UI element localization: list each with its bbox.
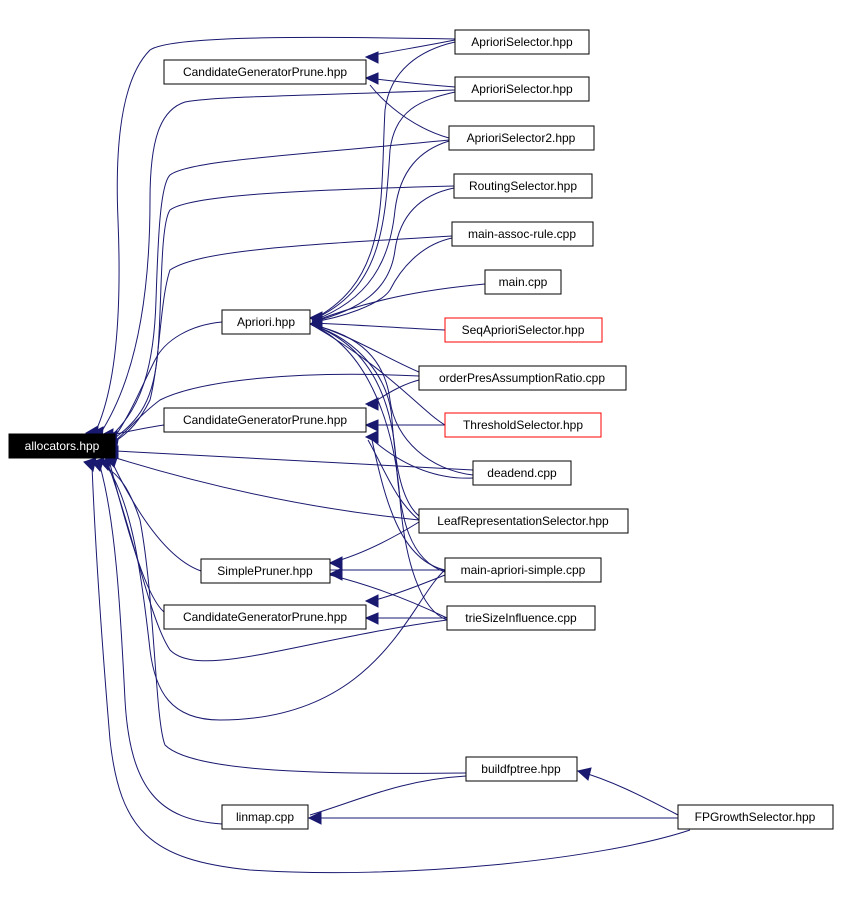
edge: [311, 322, 446, 331]
edge: [113, 321, 223, 439]
graph-nodes: allocators.hpp CandidateGeneratorPrune.h…: [8, 29, 834, 830]
node-label: Apriori.hpp: [237, 315, 295, 329]
edge: [311, 187, 455, 323]
edge: [115, 373, 420, 441]
node-apriori-selector-2[interactable]: AprioriSelector.hpp: [454, 76, 590, 102]
node-label: ThresholdSelector.hpp: [463, 418, 583, 432]
node-linmap-cpp[interactable]: linmap.cpp: [221, 804, 309, 830]
edge: [91, 465, 691, 874]
node-label: LeafRepresentationSelector.hpp: [437, 514, 609, 528]
node-label: orderPresAssumptionRatio.cpp: [439, 371, 605, 385]
node-label: allocators.hpp: [25, 439, 100, 453]
edge: [311, 324, 474, 476]
dependency-edges: [91, 36, 691, 874]
node-label: main-apriori-simple.cpp: [461, 563, 586, 577]
edge: [107, 463, 448, 662]
edge: [367, 574, 446, 603]
node-candidate-generator-prune-2[interactable]: CandidateGeneratorPrune.hpp: [163, 407, 367, 433]
edge: [311, 41, 456, 321]
edge: [103, 465, 467, 774]
edge: [311, 324, 420, 517]
edge: [111, 185, 455, 441]
node-main-apriori-simple[interactable]: main-apriori-simple.cpp: [444, 557, 602, 583]
edge: [311, 283, 486, 323]
node-label: CandidateGeneratorPrune.hpp: [183, 413, 347, 427]
node-buildfptree-hpp[interactable]: buildfptree.hpp: [465, 756, 578, 782]
node-allocators-hpp: allocators.hpp: [8, 433, 116, 459]
node-apriori-selector2[interactable]: AprioriSelector2.hpp: [448, 125, 595, 151]
edge: [311, 140, 450, 322]
arrowhead: [364, 594, 379, 608]
node-routing-selector[interactable]: RoutingSelector.hpp: [453, 173, 593, 199]
node-label: CandidateGeneratorPrune.hpp: [183, 65, 347, 79]
node-label: SimplePruner.hpp: [217, 564, 313, 578]
edge: [94, 36, 456, 434]
edge: [367, 439, 420, 521]
arrowhead: [364, 419, 379, 432]
arrowhead: [307, 811, 322, 825]
arrowhead: [364, 51, 379, 64]
edge: [311, 237, 453, 323]
edge: [115, 424, 165, 435]
arrowhead: [328, 567, 343, 581]
node-label: AprioriSelector.hpp: [471, 82, 573, 96]
edge: [99, 465, 223, 825]
edge: [367, 435, 474, 479]
edge: [113, 235, 453, 443]
node-candidate-generator-prune-1[interactable]: CandidateGeneratorPrune.hpp: [163, 59, 367, 85]
edge: [311, 324, 448, 621]
node-order-pres-assumption-ratio[interactable]: orderPresAssumptionRatio.cpp: [418, 365, 627, 391]
node-trie-size-influence[interactable]: trieSizeInfluence.cpp: [446, 605, 596, 631]
edge: [367, 77, 456, 88]
node-label: buildfptree.hpp: [481, 762, 561, 776]
arrowhead: [83, 457, 97, 472]
node-label: trieSizeInfluence.cpp: [465, 611, 577, 625]
node-label: RoutingSelector.hpp: [469, 179, 577, 193]
edge: [309, 775, 467, 816]
node-apriori-hpp[interactable]: Apriori.hpp: [221, 309, 311, 335]
edge: [577, 770, 679, 816]
arrowhead: [308, 317, 323, 331]
node-label: main.cpp: [499, 275, 548, 289]
arrowhead: [364, 397, 379, 411]
node-main-assoc-rule[interactable]: main-assoc-rule.cpp: [451, 221, 594, 247]
node-threshold-selector[interactable]: ThresholdSelector.hpp: [444, 412, 602, 438]
node-deadend-cpp[interactable]: deadend.cpp: [472, 460, 572, 486]
node-label: AprioriSelector.hpp: [471, 35, 573, 49]
edge: [99, 89, 456, 435]
edge: [115, 450, 474, 471]
node-candidate-generator-prune-3[interactable]: CandidateGeneratorPrune.hpp: [163, 604, 367, 630]
node-label: main-assoc-rule.cpp: [468, 227, 576, 241]
node-main-cpp[interactable]: main.cpp: [484, 269, 562, 295]
edge: [115, 457, 420, 521]
node-label: FPGrowthSelector.hpp: [695, 810, 816, 824]
node-label: SeqAprioriSelector.hpp: [462, 323, 585, 337]
edge: [371, 439, 446, 571]
node-label: AprioriSelector2.hpp: [467, 131, 576, 145]
edge: [329, 574, 448, 619]
node-seq-apriori-selector[interactable]: SeqAprioriSelector.hpp: [444, 317, 603, 343]
edge: [367, 39, 456, 57]
arrowhead: [576, 767, 592, 781]
node-label: CandidateGeneratorPrune.hpp: [183, 610, 347, 624]
node-fp-growth-selector[interactable]: FPGrowthSelector.hpp: [677, 804, 834, 830]
node-label: linmap.cpp: [236, 810, 294, 824]
edge: [105, 464, 446, 721]
edge-arrowheads: [83, 51, 592, 825]
edge: [311, 91, 456, 321]
edge: [311, 324, 446, 573]
node-label: deadend.cpp: [487, 466, 557, 480]
node-leaf-representation-selector[interactable]: LeafRepresentationSelector.hpp: [418, 508, 629, 534]
node-simple-pruner-hpp[interactable]: SimplePruner.hpp: [200, 558, 331, 584]
arrowhead: [364, 612, 379, 625]
arrowhead: [364, 72, 379, 85]
arrowhead: [328, 556, 343, 570]
arrowhead: [364, 430, 379, 444]
node-apriori-selector-1[interactable]: AprioriSelector.hpp: [454, 29, 590, 55]
edge: [369, 84, 450, 139]
